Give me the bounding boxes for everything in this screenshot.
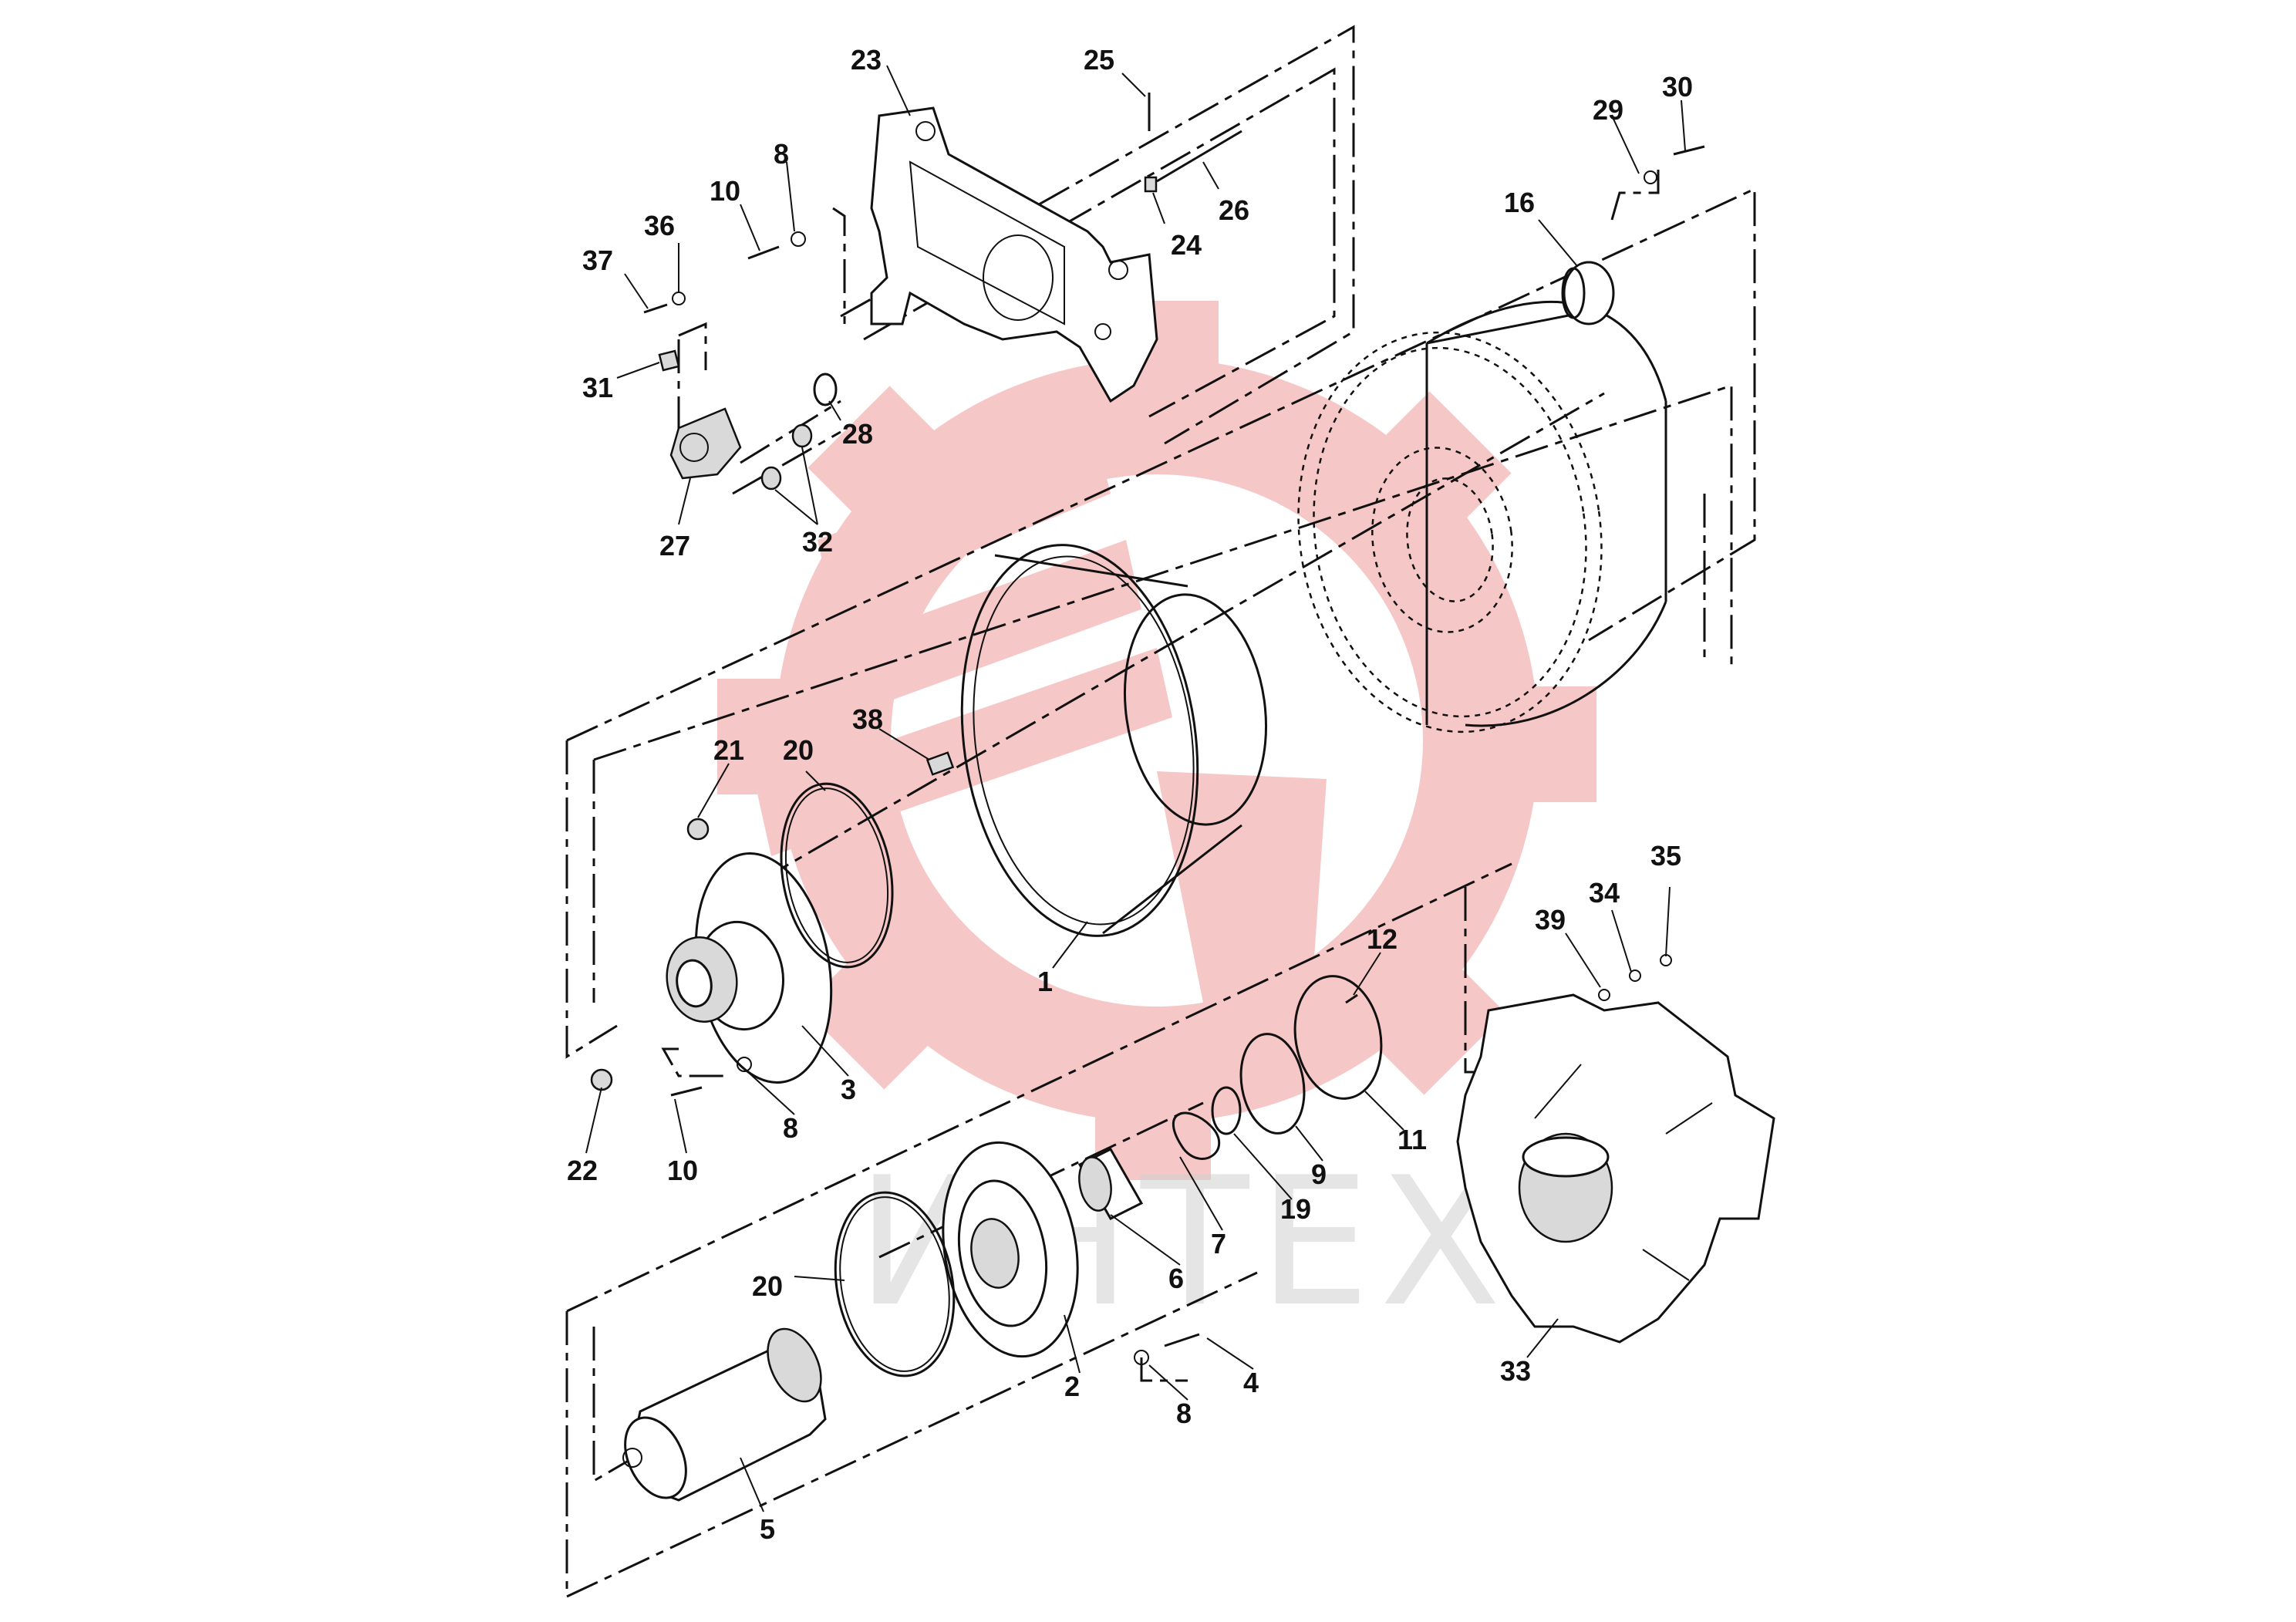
- part-bracket: [870, 106, 1158, 403]
- callout-11: 11: [1397, 1124, 1427, 1155]
- callout-39: 39: [1535, 904, 1566, 936]
- part-hub-flange: [666, 852, 833, 1084]
- callout-labels: 23 25 24 26 8 10 36 37 31 28 27 32 29 30…: [567, 44, 1693, 1545]
- callout-1: 1: [1037, 966, 1053, 997]
- callout-20-bottom: 20: [752, 1270, 783, 1302]
- callout-10-top: 10: [710, 175, 740, 207]
- callout-31: 31: [582, 372, 613, 403]
- callout-27: 27: [659, 530, 690, 561]
- part-bearing-and-covers: [1077, 975, 1383, 1220]
- callout-16: 16: [1504, 187, 1535, 218]
- callout-3: 3: [841, 1074, 856, 1105]
- callout-22: 22: [567, 1155, 598, 1186]
- callout-36: 36: [644, 210, 675, 241]
- callout-20-top: 20: [783, 734, 814, 766]
- callout-35: 35: [1650, 840, 1681, 872]
- callout-32: 32: [802, 526, 833, 558]
- callout-12: 12: [1367, 923, 1397, 955]
- callout-28: 28: [842, 418, 873, 450]
- callout-26: 26: [1219, 194, 1249, 226]
- part-rear-flange: [942, 1141, 1079, 1358]
- callout-29: 29: [1593, 94, 1623, 126]
- part-o-rings: [780, 373, 956, 1378]
- callout-21: 21: [713, 734, 744, 766]
- callout-24: 24: [1171, 229, 1202, 261]
- part-drum-shell: [960, 544, 1268, 937]
- callout-9: 9: [1311, 1158, 1327, 1190]
- callout-25: 25: [1084, 44, 1114, 76]
- callout-34: 34: [1589, 877, 1620, 909]
- callout-5: 5: [760, 1513, 775, 1545]
- part-motor-unit: [669, 407, 742, 480]
- callout-10-mid: 10: [667, 1155, 698, 1186]
- small-hardware: [590, 93, 1705, 1365]
- callout-4: 4: [1243, 1367, 1259, 1398]
- callout-37: 37: [582, 244, 613, 276]
- callout-23: 23: [851, 44, 882, 76]
- callout-33: 33: [1500, 1355, 1531, 1387]
- leader-lines: [585, 65, 1686, 1512]
- callout-6: 6: [1168, 1263, 1184, 1294]
- callout-30: 30: [1662, 71, 1693, 103]
- callout-7: 7: [1211, 1228, 1226, 1259]
- callout-8-mid: 8: [783, 1112, 798, 1144]
- callout-8-top: 8: [774, 138, 789, 170]
- part-drive-motor: [622, 1327, 827, 1502]
- callout-2: 2: [1064, 1371, 1080, 1402]
- part-torque-plate: [1456, 993, 1775, 1344]
- part-end-cap: [1561, 261, 1615, 325]
- callout-38: 38: [852, 703, 883, 735]
- callout-8-bottom: 8: [1176, 1398, 1192, 1429]
- callout-19: 19: [1280, 1193, 1311, 1225]
